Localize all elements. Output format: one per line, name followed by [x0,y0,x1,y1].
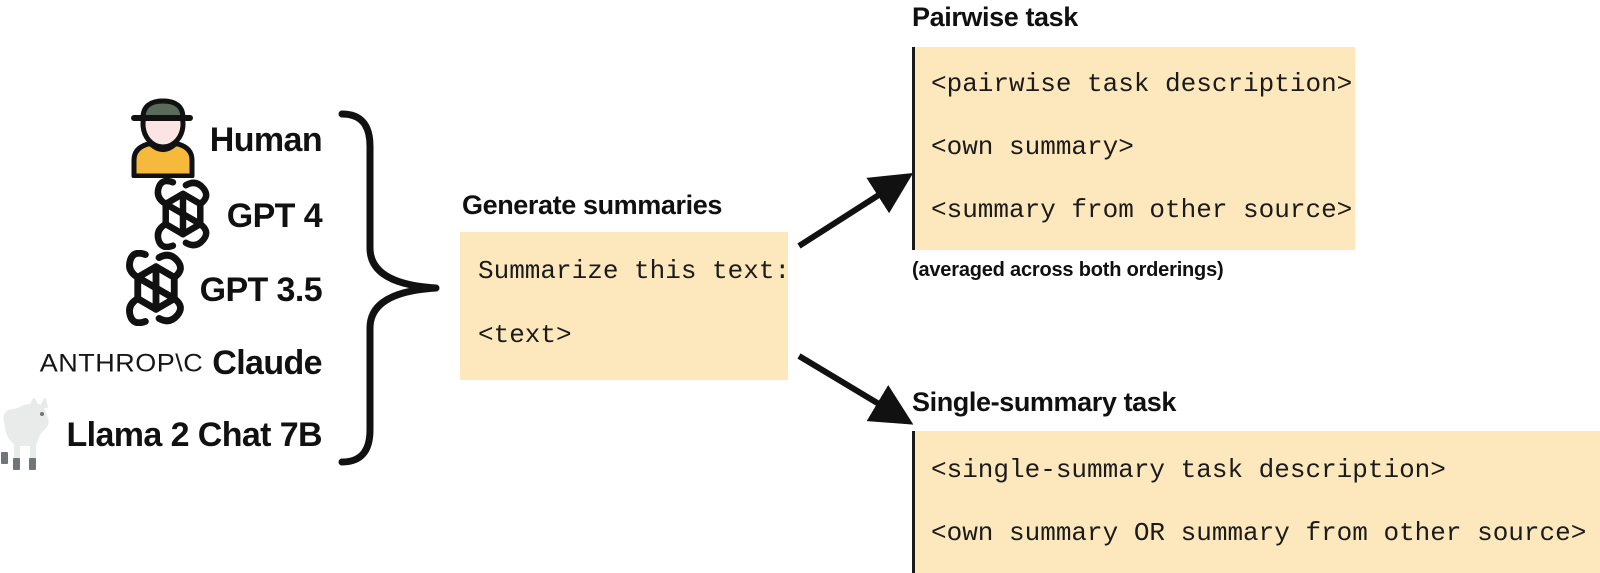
human-avatar-icon [124,98,202,183]
source-label-gpt35: GPT 3.5 [199,271,323,309]
anthropic-logo-icon: ANTHROP\C [39,348,204,377]
openai-logo-icon [147,177,219,255]
pairwise-averaging-note: (averaged across both orderings) [912,259,1224,281]
pairwise-line-3: <summary from other source> [931,195,1353,225]
pairwise-line-1: <pairwise task description> [931,69,1353,99]
source-row-llama: Llama 2 Chat 7B [0,394,323,477]
single-line-1: <single-summary task description> [931,455,1446,485]
openai-logo-icon [118,249,194,331]
source-label-gpt4: GPT 4 [226,197,323,235]
source-label-claude: Claude [212,344,322,382]
generate-line-2: <text> [478,320,572,350]
grouping-brace [338,110,440,466]
source-label-human: Human [209,121,323,159]
generate-summaries-heading: Generate summaries [462,190,722,220]
single-line-2: <own summary OR summary from other sourc… [931,518,1587,548]
arrow-to-single-summary [797,353,914,425]
generate-line-1: Summarize this text: [478,256,791,286]
pairwise-task-box: <pairwise task description> <own summary… [912,47,1355,250]
source-row-gpt35: GPT 3.5 [0,249,323,331]
arrow-to-pairwise [797,172,914,249]
source-row-human: Human [0,98,323,183]
generate-summaries-box: Summarize this text: <text> [460,232,791,380]
source-row-claude: ANTHROP\C Claude [0,340,323,386]
llama-icon [0,394,62,477]
source-label-llama: Llama 2 Chat 7B [66,416,322,454]
single-summary-task-heading: Single-summary task [912,387,1177,417]
pairwise-task-heading: Pairwise task [912,2,1078,32]
pairwise-line-2: <own summary> [931,132,1134,162]
single-summary-task-box: <single-summary task description> <own s… [912,431,1600,573]
source-row-gpt4: GPT 4 [0,177,323,255]
